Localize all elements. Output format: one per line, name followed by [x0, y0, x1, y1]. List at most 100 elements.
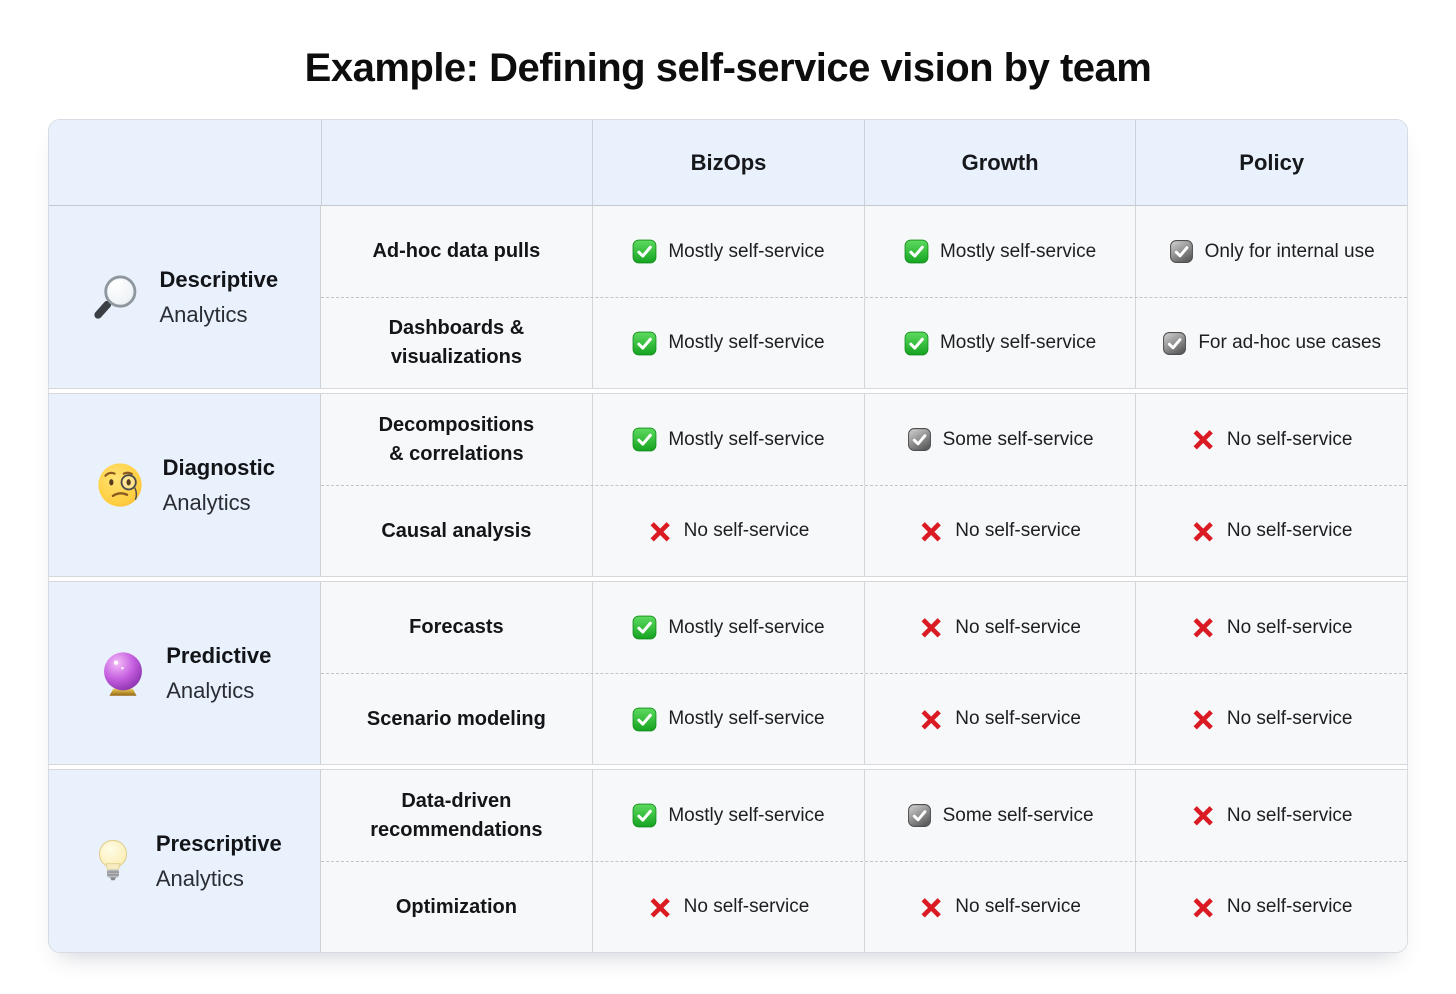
category-sublabel: Analytics [166, 677, 255, 703]
group-separator [49, 576, 1407, 582]
value-label: Some self-service [942, 428, 1094, 450]
table-row: Optimization No self-service No self-ser… [320, 861, 1407, 952]
value-label: Some self-service [942, 804, 1094, 826]
value-cell: Mostly self-service [592, 770, 864, 861]
task-label: Scenario modeling [366, 707, 546, 730]
value-cell: No self-service [1135, 486, 1407, 576]
value-label: No self-service [1226, 896, 1353, 917]
task-label: Ad-hoc data pulls [372, 240, 541, 262]
task-label: Decompositions & correlations [378, 413, 535, 465]
value-label: Mostly self-service [668, 708, 825, 729]
category-name: Prescriptive [155, 830, 282, 856]
green-check-icon [632, 427, 657, 452]
red-cross-icon [1191, 803, 1216, 828]
value-cell: No self-service [592, 486, 864, 576]
gray-check-icon [907, 427, 932, 452]
monocle-face-icon [94, 459, 146, 511]
value-cell: Mostly self-service [592, 298, 864, 388]
self-service-table: BizOps Growth Policy Descriptive Analyti… [48, 119, 1408, 953]
category-cell-descriptive: Descriptive Analytics [49, 206, 321, 388]
red-cross-icon [1191, 707, 1216, 732]
value-label: No self-service [955, 520, 1081, 541]
gray-check-icon [907, 803, 932, 828]
task-label: Causal analysis [381, 519, 532, 542]
table-row: Scenario modeling Mostly self-service No… [320, 673, 1407, 764]
value-label: No self-service [1226, 708, 1353, 729]
value-cell: Mostly self-service [592, 394, 864, 485]
task-label: Data-driven recommendations [370, 789, 543, 841]
category-cell-predictive: Predictive Analytics [49, 582, 321, 764]
header-empty-category [49, 120, 321, 205]
value-cell: For ad-hoc use cases [1135, 298, 1407, 388]
group-separator [49, 388, 1407, 394]
green-check-icon [632, 331, 657, 356]
header-policy: Policy [1135, 120, 1407, 205]
value-label: No self-service [1226, 428, 1353, 450]
value-label: Mostly self-service [939, 240, 1097, 262]
value-cell: Mostly self-service [592, 674, 864, 764]
value-label: No self-service [955, 896, 1081, 917]
value-label: No self-service [1226, 520, 1353, 541]
value-label: Mostly self-service [668, 616, 825, 638]
green-check-icon [904, 239, 929, 264]
red-cross-icon [1191, 895, 1216, 920]
value-label: Mostly self-service [668, 332, 825, 353]
table-row: Ad-hoc data pulls Mostly self-service Mo… [320, 206, 1407, 297]
value-cell: No self-service [863, 582, 1136, 673]
crystal-ball-icon [97, 647, 149, 699]
row-group-predictive: Predictive Analytics Forecasts Mostly se… [49, 582, 1407, 764]
table-row: Decompositions & correlations Mostly sel… [320, 394, 1407, 485]
value-label: No self-service [1226, 804, 1353, 826]
task-label: Dashboards & visualizations [388, 317, 525, 368]
table-row: Dashboards & visualizations Mostly self-… [320, 297, 1407, 388]
red-cross-icon [919, 519, 944, 544]
task-label: Optimization [395, 895, 517, 918]
red-cross-icon [648, 519, 673, 544]
green-check-icon [632, 707, 657, 732]
group-separator [49, 764, 1407, 770]
value-label: No self-service [683, 520, 810, 541]
value-cell: Mostly self-service [863, 206, 1136, 297]
table-header: BizOps Growth Policy [49, 120, 1407, 206]
category-label: Descriptive Analytics [159, 267, 278, 328]
value-label: Only for internal use [1204, 240, 1375, 262]
row-group-diagnostic: Diagnostic Analytics Decompositions & co… [49, 394, 1407, 576]
category-name: Diagnostic [162, 454, 276, 480]
category-label: Predictive Analytics [166, 643, 271, 704]
red-cross-icon [1191, 519, 1216, 544]
green-check-icon [632, 803, 657, 828]
row-group-prescriptive: Prescriptive Analytics Data-driven recom… [49, 770, 1407, 952]
gray-check-icon [1169, 239, 1194, 264]
row-group-descriptive: Descriptive Analytics Ad-hoc data pulls … [49, 206, 1407, 388]
table-row: Forecasts Mostly self-service No self-se… [320, 582, 1407, 673]
value-label: Mostly self-service [668, 240, 825, 262]
category-sublabel: Analytics [162, 489, 251, 515]
value-cell: Some self-service [863, 770, 1136, 861]
value-label: No self-service [1226, 616, 1353, 638]
category-sublabel: Analytics [155, 865, 244, 891]
category-cell-prescriptive: Prescriptive Analytics [49, 770, 321, 952]
value-cell: Some self-service [863, 394, 1136, 485]
category-name: Predictive [166, 642, 272, 668]
value-cell: No self-service [1135, 674, 1407, 764]
header-bizops: BizOps [592, 120, 864, 205]
value-cell: No self-service [1135, 394, 1407, 485]
red-cross-icon [1191, 615, 1216, 640]
category-label: Prescriptive Analytics [156, 831, 282, 892]
value-cell: Mostly self-service [592, 582, 864, 673]
value-cell: Mostly self-service [592, 206, 864, 297]
value-cell: No self-service [1135, 770, 1407, 861]
value-label: No self-service [955, 708, 1081, 729]
magnifier-icon [90, 271, 142, 323]
value-label: For ad-hoc use cases [1198, 332, 1382, 353]
value-label: No self-service [955, 616, 1081, 638]
value-label: Mostly self-service [668, 804, 825, 826]
value-cell: No self-service [863, 486, 1136, 576]
green-check-icon [632, 615, 657, 640]
value-cell: No self-service [1135, 862, 1407, 952]
table-row: Data-driven recommendations Mostly self-… [320, 770, 1407, 861]
value-cell: No self-service [863, 862, 1136, 952]
red-cross-icon [919, 615, 944, 640]
value-cell: No self-service [592, 862, 864, 952]
